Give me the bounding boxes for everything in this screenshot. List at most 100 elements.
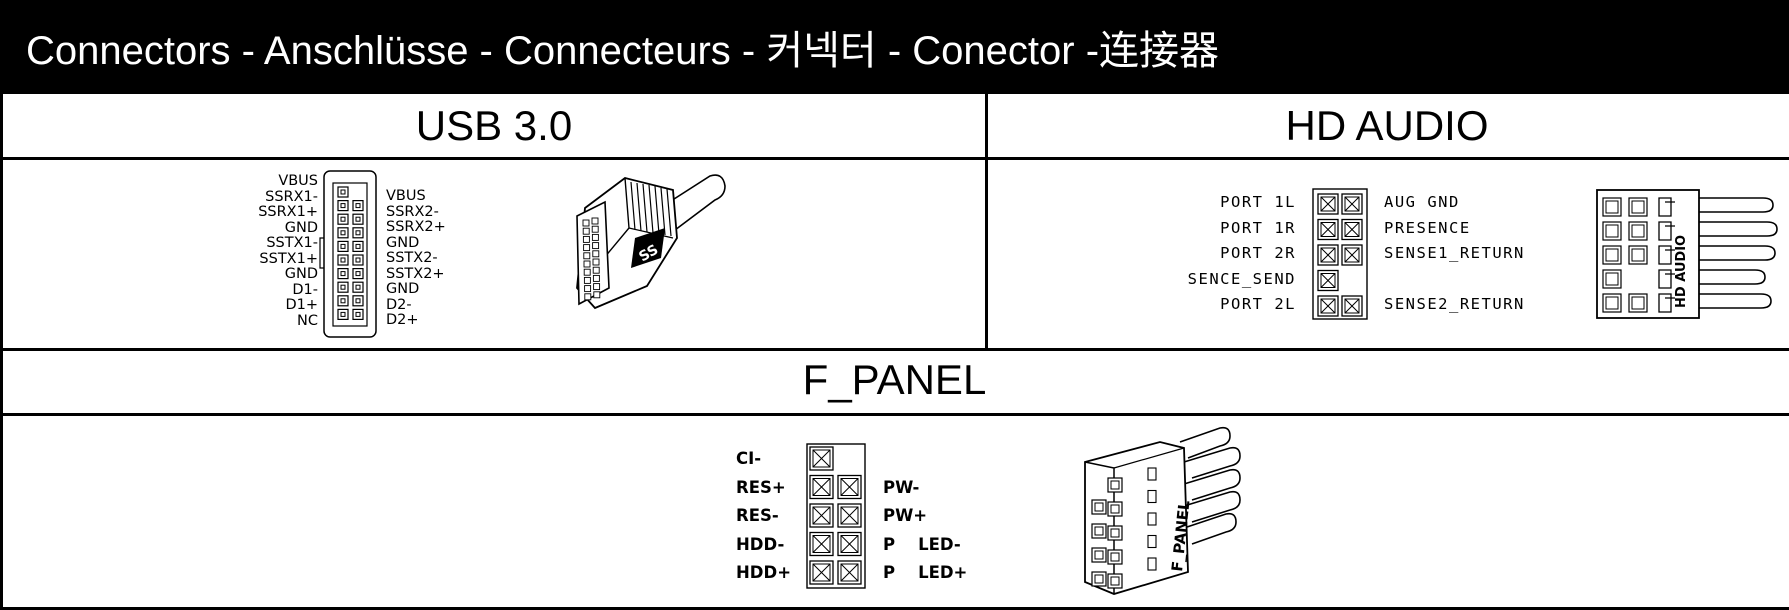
usb-pin-label: SSTX2- — [386, 250, 438, 266]
f-panel-pin-label: P LED- — [883, 534, 961, 554]
hd-audio-pin — [1341, 193, 1363, 215]
usb-header-diagram — [319, 170, 377, 338]
usb-pin-label: SSRX2+ — [386, 219, 446, 235]
hd-audio-plug-cell — [1628, 245, 1648, 265]
hd-audio-plug-latch — [1658, 245, 1675, 265]
f-panel-plug-slot — [1147, 489, 1157, 504]
hd-audio-pin-label: PORT 2R — [1220, 244, 1296, 262]
hd-audio-pin-label: AUG GND — [1384, 193, 1460, 211]
hd-audio-plug-latch — [1658, 293, 1675, 313]
hd-audio-plug-cell — [1628, 293, 1648, 313]
row-divider-2 — [0, 413, 1789, 416]
usb-pin-label: GND — [284, 266, 318, 282]
usb-pin-label: GND — [386, 281, 420, 297]
hd-audio-plug-latch — [1658, 197, 1675, 217]
hd-audio-plug-illustration: HD AUDIO — [1596, 189, 1778, 319]
hd-audio-pin — [1317, 244, 1339, 266]
usb-connector-hole — [592, 274, 600, 282]
f-panel-pin — [809, 531, 834, 557]
usb-pin-label: D1- — [292, 281, 318, 298]
f-panel-pin — [837, 531, 862, 557]
f-panel-pin-label: RES- — [736, 506, 779, 525]
usb-pin-label: SSTX1+ — [259, 250, 318, 267]
usb-connector-hole — [582, 227, 590, 235]
hd-audio-pin-label: SENSE2_RETURN — [1384, 295, 1525, 313]
f-panel-plug-cell — [1107, 549, 1123, 565]
usb-pin — [352, 295, 364, 307]
usb-title: USB 3.0 — [415, 102, 573, 149]
hd-audio-pin-label: PORT 1R — [1220, 218, 1296, 237]
f-panel-plug-illustration: F_PANEL — [1084, 426, 1241, 595]
hd-audio-pin — [1317, 218, 1339, 241]
usb-pin-label: SSTX1- — [266, 235, 318, 251]
usb-pin — [337, 186, 349, 198]
usb-connector-hole — [591, 225, 599, 233]
hd-audio-header-diagram — [1312, 188, 1368, 320]
row-divider-1 — [0, 157, 1789, 160]
usb-pin-label: D1+ — [285, 297, 318, 313]
usb-pin — [337, 254, 349, 266]
hd-audio-pin — [1341, 295, 1363, 317]
f-panel-pin-label: RES+ — [736, 477, 786, 497]
hd-audio-plug-cell — [1602, 197, 1622, 217]
hd-audio-plug-cell — [1602, 221, 1622, 241]
hd-audio-pin — [1341, 244, 1363, 266]
f-panel-pin-label: PW- — [883, 477, 920, 497]
hd-audio-plug-cell — [1628, 221, 1648, 241]
usb-pin — [352, 240, 364, 253]
f-panel-pin-label: HDD+ — [736, 563, 792, 582]
usb-pin-label: NC — [297, 312, 318, 329]
usb-connector-illustration: SS — [576, 174, 726, 310]
f-panel-pin-label: CI- — [736, 449, 762, 468]
usb-pin — [337, 308, 349, 320]
f-panel-pin — [809, 503, 834, 528]
f-panel-plug-slot — [1147, 467, 1157, 481]
f-panel-pin-label: HDD- — [736, 534, 785, 554]
usb-connector-hole — [591, 233, 599, 241]
f-panel-pin — [837, 474, 862, 500]
f-panel-title: F_PANEL — [802, 356, 987, 403]
hd-audio-pin-label: PRESENCE — [1384, 218, 1471, 237]
hd-audio-plug-cell — [1602, 293, 1622, 313]
f-panel-pin — [837, 503, 862, 528]
usb-connector-hole — [582, 219, 590, 227]
f-panel-header-diagram — [806, 443, 866, 589]
f-panel-pin-label: P LED+ — [883, 563, 968, 582]
hd-audio-plug-latch — [1658, 269, 1675, 289]
usb-pin-label: GND — [284, 219, 318, 236]
usb-connector-hole — [592, 258, 600, 266]
usb-pin-label: SSRX2- — [386, 203, 439, 220]
usb-pin — [337, 213, 349, 225]
usb-connector-hole — [583, 244, 591, 252]
f-panel-pin-label: PW+ — [883, 506, 928, 525]
f-panel-pin — [809, 474, 834, 500]
header-bar: Connectors - Anschlüsse - Connecteurs - … — [0, 0, 1789, 93]
hd-audio-pin — [1317, 269, 1339, 292]
usb-connector-hole — [584, 293, 592, 301]
usb-connector-hole — [591, 217, 599, 225]
usb-pin-label: D2+ — [386, 312, 419, 328]
usb-connector-hole — [593, 291, 601, 299]
hd-audio-plug-latch — [1658, 221, 1675, 241]
f-panel-plug-cell — [1107, 501, 1123, 517]
f-panel-pin — [809, 446, 834, 471]
f-panel-plug-slot — [1147, 512, 1157, 526]
f-panel-plug-cell — [1107, 573, 1123, 589]
usb-pin-label: SSRX1+ — [258, 204, 318, 220]
page-title: Connectors - Anschlüsse - Connecteurs - … — [26, 29, 1220, 73]
usb-connector-hole — [583, 268, 591, 276]
hd-audio-title: HD AUDIO — [1285, 102, 1489, 149]
usb-pin — [337, 267, 349, 280]
f-panel-plug-slot — [1147, 557, 1157, 571]
usb-pin — [352, 213, 364, 225]
hd-audio-pin-label: PORT 1L — [1220, 193, 1296, 211]
usb-pin-label: SSRX1- — [265, 188, 318, 205]
hd-audio-plug-cell — [1602, 245, 1622, 265]
usb-pin — [352, 254, 364, 266]
usb-pin — [337, 227, 349, 239]
f-panel-plug-cell — [1107, 525, 1123, 541]
usb-connector-hole — [584, 285, 592, 293]
f-panel-plug-cell — [1107, 477, 1123, 493]
hd-audio-pin — [1317, 193, 1339, 215]
hd-audio-pin-label: SENCE_SEND — [1187, 269, 1296, 288]
